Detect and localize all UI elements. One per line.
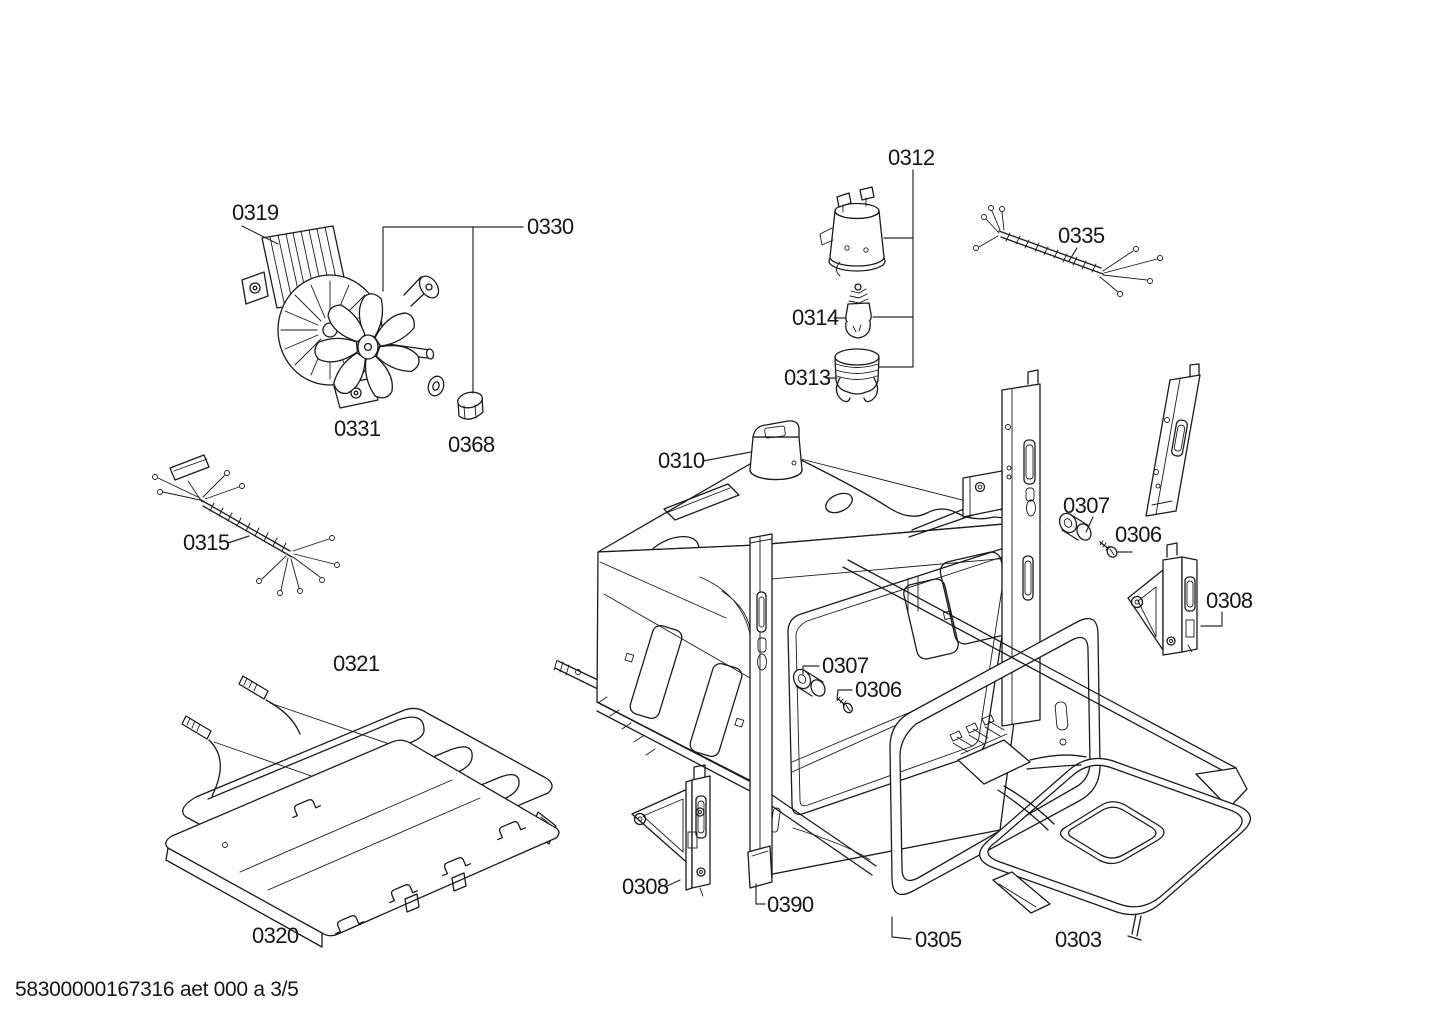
screw-0306-mid-drawing (836, 696, 854, 714)
part-label-0307-mid: 0307 (822, 653, 869, 678)
part-label-0315: 0315 (183, 530, 230, 555)
leader-0307b (802, 665, 820, 675)
leader-0315 (227, 535, 250, 544)
part-label-0305: 0305 (915, 927, 962, 952)
leader-0306b (836, 689, 853, 700)
callout-labels: 0319 0330 0331 0368 0312 0314 0313 0335 … (183, 145, 1254, 952)
oven-bulb-drawing (845, 283, 872, 339)
leader-0335 (1068, 247, 1078, 262)
wiring-harness-0315-drawing (152, 454, 340, 596)
part-label-0310: 0310 (658, 448, 705, 473)
part-label-0312: 0312 (888, 145, 935, 170)
part-label-0303: 0303 (1055, 927, 1102, 952)
side-rail-right-drawing (962, 369, 1041, 727)
lamp-socket-drawing (819, 186, 886, 277)
grill-element-0303-drawing (842, 559, 1251, 941)
bottom-heating-element-drawing (181, 675, 553, 887)
leader-0319 (241, 225, 279, 245)
part-label-0306-mid: 0306 (855, 677, 902, 702)
part-label-0321: 0321 (333, 651, 380, 676)
leader-0330 (382, 226, 524, 394)
part-label-0390: 0390 (767, 892, 814, 917)
part-label-0335: 0335 (1058, 223, 1105, 248)
hinge-bracket-right-drawing (1127, 542, 1198, 656)
part-label-0319: 0319 (232, 200, 279, 225)
leader-0305 (891, 916, 912, 940)
side-rail-rear-drawing (1145, 363, 1201, 517)
part-label-0307-right: 0307 (1063, 493, 1110, 518)
washer-drawing (427, 375, 445, 397)
fan-blade-drawing (314, 293, 420, 399)
hinge-bracket-left-drawing (631, 764, 711, 897)
bushing-0307-right-drawing (1058, 512, 1092, 541)
leader-lines (227, 169, 1223, 940)
part-label-0313: 0313 (784, 365, 831, 390)
wiring-harness-0335-drawing (973, 205, 1163, 297)
front-rail-0390-drawing (747, 533, 773, 889)
oven-cavity-drawing (530, 420, 1041, 878)
leader-0307a (1085, 516, 1094, 533)
leader-0308a (1200, 611, 1223, 627)
leader-0310 (702, 451, 752, 462)
screw-0306-right-drawing (1099, 540, 1118, 558)
part-label-0368: 0368 (448, 432, 495, 457)
part-label-0330: 0330 (527, 214, 574, 239)
leader-0312 (872, 169, 914, 368)
part-label-0308-right: 0308 (1206, 588, 1253, 613)
part-label-0320: 0320 (252, 923, 299, 948)
document-code: 58300000167316 aet 000 a 3/5 (15, 978, 299, 1001)
bushing-0307-mid-drawing (792, 668, 826, 697)
part-label-0314: 0314 (792, 305, 839, 330)
leader-0390 (755, 883, 766, 905)
nut-drawing (457, 391, 484, 420)
leader-0308b (664, 879, 681, 888)
baffle-plate-drawing (165, 739, 560, 948)
part-label-0308-left: 0308 (622, 874, 669, 899)
part-label-0331: 0331 (334, 416, 381, 441)
lamp-glass-cover-drawing (834, 348, 880, 403)
lamp-housing-drawing (749, 420, 803, 481)
part-label-0306-right: 0306 (1115, 522, 1162, 547)
